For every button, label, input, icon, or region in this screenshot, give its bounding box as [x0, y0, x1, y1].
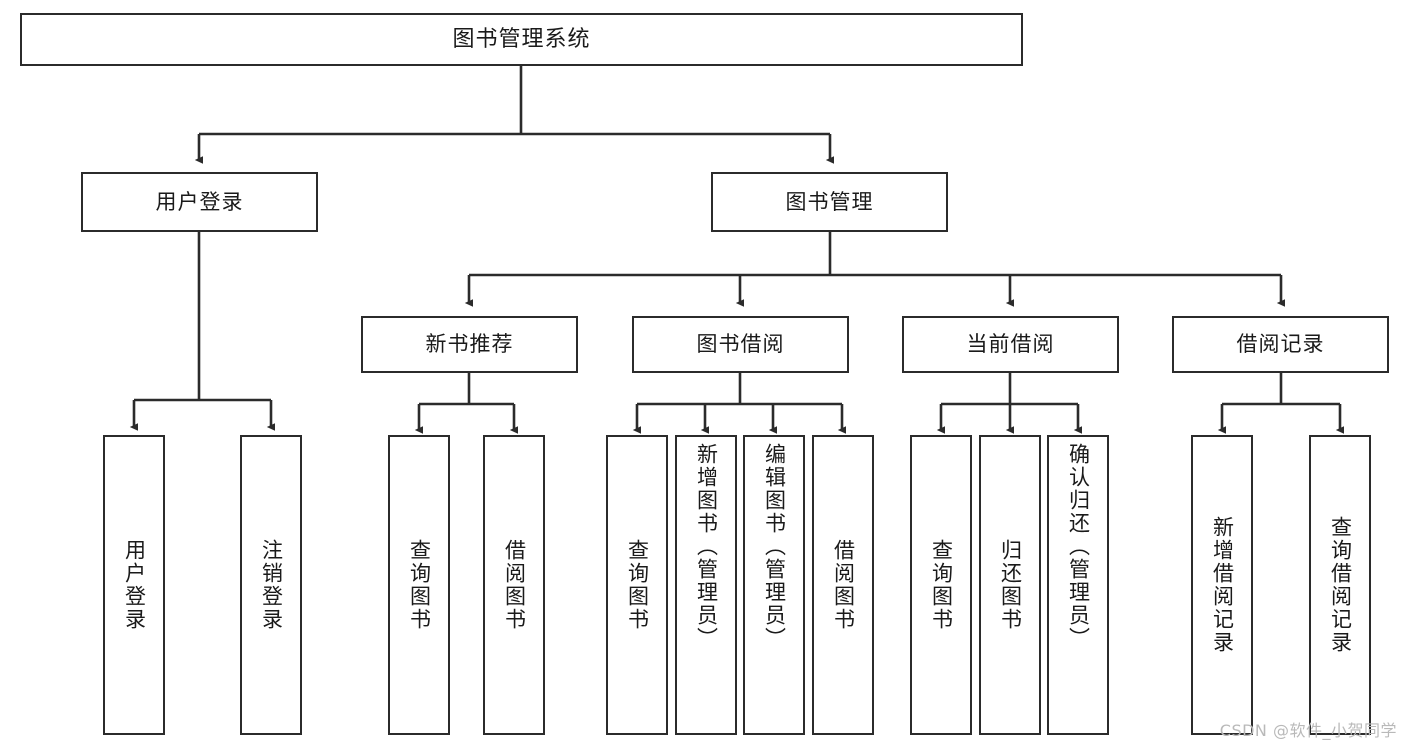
node-label: 确认归还（管理员）: [1066, 443, 1091, 650]
node-label: 借阅图书: [831, 539, 856, 631]
node-borrow-record[interactable]: 借阅记录: [1172, 316, 1389, 373]
leaf-recommend-query-book[interactable]: 查询图书: [388, 435, 450, 735]
node-book-borrow[interactable]: 图书借阅: [632, 316, 849, 373]
node-new-book-recommend[interactable]: 新书推荐: [361, 316, 578, 373]
leaf-borrow-add-book-admin[interactable]: 新增图书（管理员）: [675, 435, 737, 735]
node-label: 归还图书: [998, 539, 1023, 631]
node-label: 当前借阅: [966, 332, 1055, 357]
node-label: 查询图书: [407, 539, 432, 631]
node-label: 图书管理系统: [452, 26, 591, 52]
node-label: 新增图书（管理员）: [694, 443, 719, 650]
node-label: 注销登录: [259, 539, 284, 631]
leaf-current-return-book[interactable]: 归还图书: [979, 435, 1041, 735]
node-label: 用户登录: [155, 189, 244, 214]
node-label: 用户登录: [122, 539, 147, 631]
leaf-user-login-logout[interactable]: 注销登录: [240, 435, 302, 735]
leaf-borrow-edit-book-admin[interactable]: 编辑图书（管理员）: [743, 435, 805, 735]
node-label: 查询借阅记录: [1328, 516, 1353, 654]
node-root-system[interactable]: 图书管理系统: [20, 13, 1023, 66]
node-current-borrow[interactable]: 当前借阅: [902, 316, 1119, 373]
node-label: 新书推荐: [425, 332, 514, 357]
node-user-login[interactable]: 用户登录: [81, 172, 318, 232]
node-label: 编辑图书（管理员）: [762, 443, 787, 650]
node-label: 查询图书: [625, 539, 650, 631]
leaf-user-login-login[interactable]: 用户登录: [103, 435, 165, 735]
node-label: 查询图书: [929, 539, 954, 631]
node-label: 图书借阅: [696, 332, 785, 357]
leaf-borrow-query-book[interactable]: 查询图书: [606, 435, 668, 735]
node-book-management[interactable]: 图书管理: [711, 172, 948, 232]
watermark-text: CSDN @软件_小贺同学: [1219, 721, 1397, 740]
node-label: 新增借阅记录: [1210, 516, 1235, 654]
leaf-record-query-record[interactable]: 查询借阅记录: [1309, 435, 1371, 735]
node-label: 图书管理: [785, 189, 874, 214]
node-label: 借阅记录: [1236, 332, 1325, 357]
leaf-recommend-borrow-book[interactable]: 借阅图书: [483, 435, 545, 735]
leaf-current-query-book[interactable]: 查询图书: [910, 435, 972, 735]
leaf-borrow-borrow-book[interactable]: 借阅图书: [812, 435, 874, 735]
node-label: 借阅图书: [502, 539, 527, 631]
leaf-current-confirm-return-admin[interactable]: 确认归还（管理员）: [1047, 435, 1109, 735]
leaf-record-add-record[interactable]: 新增借阅记录: [1191, 435, 1253, 735]
